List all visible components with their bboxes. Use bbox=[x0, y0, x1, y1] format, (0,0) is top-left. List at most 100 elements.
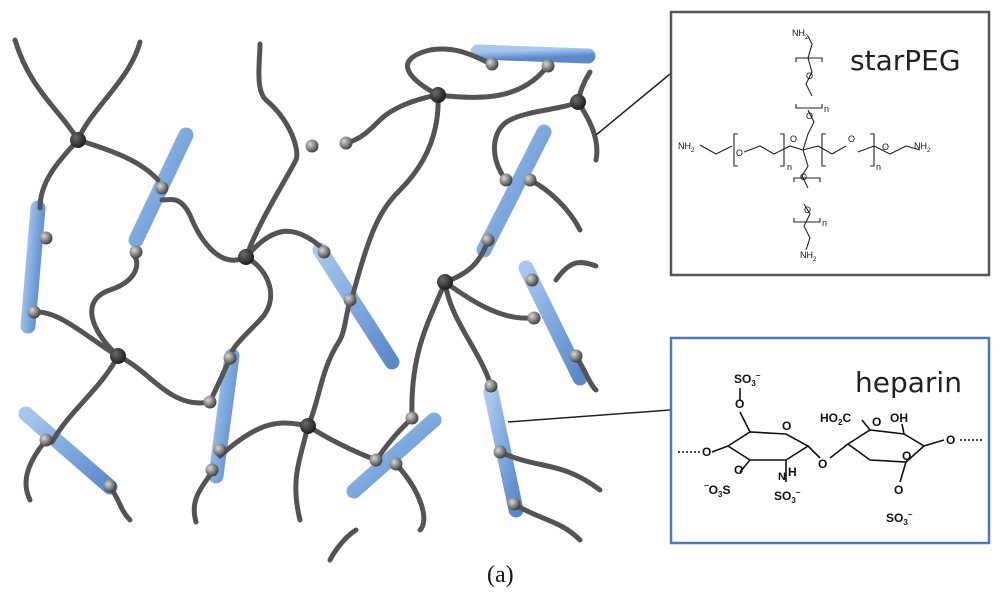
starpeg-node bbox=[437, 274, 453, 290]
starpeg-nh2-left: NH2 bbox=[678, 141, 695, 154]
starpeg-o: O bbox=[806, 111, 813, 121]
starpeg-o: O bbox=[806, 71, 813, 81]
peg-chain bbox=[89, 252, 140, 359]
heparin-ho2c: HO2C bbox=[820, 411, 851, 427]
crosslink-bead bbox=[305, 139, 319, 153]
crosslink-bead bbox=[129, 245, 143, 259]
peg-chain bbox=[191, 469, 215, 525]
crosslink-bead bbox=[223, 351, 237, 365]
starpeg-node bbox=[430, 87, 446, 103]
peg-chain bbox=[243, 228, 325, 260]
peg-chain bbox=[527, 177, 583, 233]
heparin-so3-top: SO3− bbox=[734, 371, 761, 388]
crosslink-bead bbox=[527, 311, 541, 325]
crosslink-bead bbox=[485, 57, 499, 71]
starpeg-o: O bbox=[848, 134, 855, 144]
starpeg-nh2-bottom: NH2 bbox=[800, 250, 817, 263]
peg-chain bbox=[305, 423, 379, 463]
starpeg-structure bbox=[699, 35, 921, 251]
crosslink-bead bbox=[541, 59, 555, 73]
heparin-oh: OH bbox=[890, 411, 908, 425]
heparin-atom-labels: SO3− O O O O −O3S H N SO3− O HO2C O OH O… bbox=[702, 371, 955, 527]
crosslink-bead bbox=[27, 305, 41, 319]
heparin-o-top: O bbox=[735, 397, 744, 411]
peg-chain bbox=[305, 297, 353, 429]
crosslink-bead bbox=[369, 453, 383, 467]
crosslink-bead bbox=[343, 293, 357, 307]
starpeg-node bbox=[570, 94, 586, 110]
starpeg-node bbox=[238, 249, 254, 265]
peg-chain bbox=[405, 46, 495, 98]
heparin-box-frame bbox=[669, 336, 991, 545]
heparin-o-left: O bbox=[702, 445, 711, 459]
peg-chain bbox=[435, 65, 549, 100]
crosslink-bead bbox=[317, 245, 331, 259]
figure-caption: (a) bbox=[487, 562, 514, 588]
crosslink-bead bbox=[523, 173, 537, 187]
starpeg-box-frame bbox=[669, 10, 991, 277]
starpeg-o: O bbox=[800, 172, 807, 182]
crosslink-bead bbox=[499, 173, 513, 187]
peg-chain bbox=[243, 41, 300, 260]
starpeg-heparin-network bbox=[12, 37, 671, 563]
crosslink-bead bbox=[103, 479, 117, 493]
heparin-title: heparin bbox=[855, 366, 962, 399]
crosslink-bead bbox=[155, 181, 169, 195]
starpeg-o: O bbox=[804, 205, 811, 215]
heparin-rods bbox=[18, 44, 596, 518]
peg-chain bbox=[107, 484, 133, 523]
crosslink-bead bbox=[507, 497, 521, 511]
crosslink-bead bbox=[39, 231, 53, 245]
peg-chain bbox=[115, 353, 213, 406]
crosslink-bead bbox=[569, 349, 583, 363]
crosslink-beads bbox=[27, 57, 583, 511]
starpeg-node bbox=[110, 348, 126, 364]
crosslink-bead bbox=[525, 273, 539, 287]
heparin-nh: H bbox=[788, 465, 797, 479]
heparin-o-bottom: O bbox=[894, 483, 903, 497]
starpeg-inset: starPEG NH2 N bbox=[669, 10, 991, 277]
heparin-rod bbox=[346, 412, 442, 499]
starpeg-n: n bbox=[876, 162, 881, 172]
peg-chain bbox=[442, 279, 494, 389]
heparin-connector-line bbox=[507, 409, 671, 423]
peg-chain bbox=[75, 39, 143, 143]
heparin-rod bbox=[476, 124, 552, 258]
heparin-o-right: O bbox=[946, 433, 955, 447]
heparin-rod bbox=[470, 44, 596, 64]
starpeg-o: O bbox=[736, 148, 743, 158]
peg-chain bbox=[37, 137, 81, 211]
heparin-o-ring1: O bbox=[782, 419, 791, 433]
starpeg-node bbox=[70, 132, 86, 148]
heparin-so3-nh: SO3− bbox=[774, 488, 801, 505]
heparin-structure bbox=[678, 388, 984, 483]
heparin-o3s: −O3S bbox=[704, 481, 730, 499]
crosslink-bead bbox=[389, 457, 403, 471]
starpeg-n: n bbox=[822, 218, 827, 228]
crosslink-bead bbox=[39, 433, 53, 447]
heparin-o-glyco: O bbox=[818, 457, 827, 471]
peg-chain bbox=[553, 260, 599, 283]
peg-chain bbox=[442, 279, 533, 321]
starpeg-nh2-top: NH2 bbox=[792, 28, 809, 41]
crosslink-bead bbox=[205, 463, 219, 477]
peg-chain bbox=[343, 92, 441, 146]
heparin-o-ring2: O bbox=[872, 415, 881, 429]
peg-chain bbox=[12, 37, 81, 143]
peg-chain bbox=[497, 449, 603, 493]
crosslink-bead bbox=[484, 379, 498, 393]
peg-chain bbox=[349, 92, 441, 301]
peg-chain bbox=[393, 461, 427, 533]
crosslink-bead bbox=[203, 395, 217, 409]
peg-chain bbox=[217, 420, 311, 459]
crosslink-bead bbox=[493, 445, 507, 459]
peg-chain bbox=[327, 527, 359, 563]
peg-chain bbox=[409, 279, 448, 421]
starpeg-nh2-right: NH2 bbox=[914, 141, 931, 154]
peg-chain bbox=[492, 99, 581, 183]
peg-chain bbox=[75, 137, 161, 183]
heparin-rod bbox=[312, 242, 400, 370]
starpeg-n: n bbox=[824, 104, 829, 114]
peg-chain bbox=[31, 309, 121, 359]
